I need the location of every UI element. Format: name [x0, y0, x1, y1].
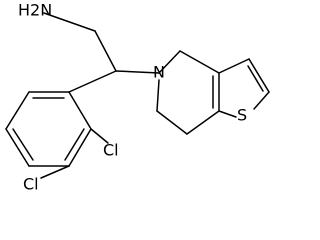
- bond-n-ch2a: [158, 50, 181, 74]
- molecule-canvas: H2N N Cl Cl S: [5, 1, 270, 194]
- atom-label-layer: H2N N Cl Cl S: [18, 1, 247, 194]
- bond-c7a-c7: [186, 110, 220, 135]
- chlorine-meta-label: Cl: [23, 175, 39, 194]
- chlorine-ortho-label: Cl: [103, 141, 119, 160]
- bond-ch2a-c3a: [179, 50, 220, 74]
- bond-c2-s: [253, 91, 270, 110]
- benzene-bond-3: [5, 128, 30, 167]
- benzene-bond-3-inner: [12, 128, 34, 161]
- bond-ch-n: [115, 70, 160, 74]
- bond-amine-ch2: [43, 12, 96, 32]
- bond-ch2-ch: [94, 30, 117, 72]
- bond-s-c7a: [218, 110, 237, 118]
- bond-c3-c2-inner: [247, 65, 264, 92]
- bond-c6-n: [156, 79, 160, 112]
- benzene-bond-6: [68, 91, 92, 130]
- amine-label: H2N: [18, 1, 52, 20]
- bond-c3-cl: [40, 165, 70, 179]
- structure-diagram: H2N N Cl Cl S: [5, 1, 270, 194]
- benzene-bond-5-inner: [64, 128, 85, 161]
- benzene-bond-2: [5, 91, 30, 130]
- benzene-bond-5: [68, 128, 92, 167]
- bond-c7-c6: [156, 110, 188, 135]
- bond-ch-aryl: [68, 70, 117, 93]
- bond-c3a-c3: [218, 58, 250, 74]
- sulfur-label: S: [237, 106, 247, 125]
- bond-c2-cl: [90, 128, 109, 144]
- bond-layer: [5, 12, 270, 179]
- nitrogen-label: N: [153, 63, 165, 82]
- bond-c3-c2: [248, 58, 270, 93]
